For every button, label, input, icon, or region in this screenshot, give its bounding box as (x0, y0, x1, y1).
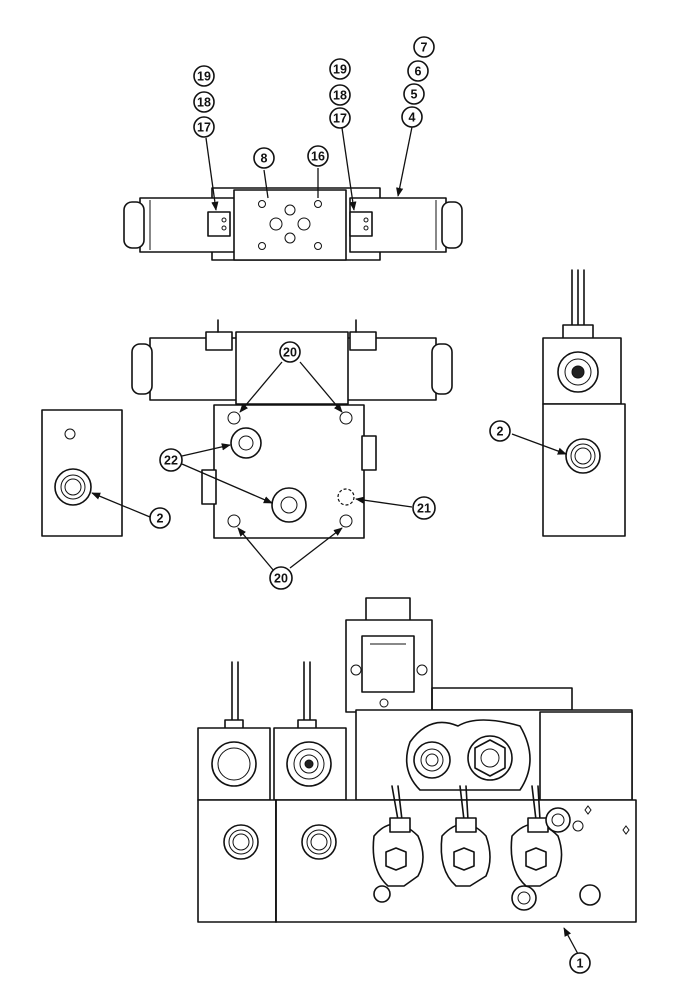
callout-21: 21 (412, 496, 436, 520)
callout-20-top: 20 (279, 341, 301, 363)
callout-16: 16 (307, 145, 329, 167)
svg-text:17: 17 (197, 121, 211, 135)
svg-text:20: 20 (283, 346, 297, 360)
plate-left-view (41, 409, 123, 537)
callout-18-top-mid: 18 (329, 84, 351, 106)
valve-side-view (131, 319, 453, 539)
leader-lines (91, 126, 579, 955)
svg-text:21: 21 (417, 502, 431, 516)
svg-text:19: 19 (333, 63, 347, 77)
svg-text:2: 2 (497, 425, 504, 439)
callout-22: 22 (159, 448, 183, 472)
callout-1: 1 (569, 952, 591, 974)
svg-text:17: 17 (333, 112, 347, 126)
callout-2-left: 2 (149, 507, 171, 529)
callout-20-bottom: 20 (269, 566, 293, 590)
callout-6: 6 (407, 60, 429, 82)
svg-text:7: 7 (421, 41, 428, 55)
callout-5: 5 (403, 83, 425, 105)
svg-text:18: 18 (197, 96, 211, 110)
svg-text:4: 4 (409, 111, 416, 125)
callout-18-top-left: 18 (193, 91, 215, 113)
callout-7: 7 (413, 36, 435, 58)
valve-right-view (542, 269, 626, 537)
svg-text:8: 8 (261, 152, 268, 166)
svg-text:20: 20 (274, 572, 288, 586)
svg-text:2: 2 (157, 512, 164, 526)
callout-19-top-left: 19 (193, 65, 215, 87)
svg-text:19: 19 (197, 70, 211, 84)
callout-19-top-mid: 19 (329, 58, 351, 80)
callout-4: 4 (401, 106, 423, 128)
svg-text:1: 1 (577, 957, 584, 971)
callout-8: 8 (253, 147, 275, 169)
svg-text:18: 18 (333, 89, 347, 103)
valve-top-view (123, 187, 463, 261)
svg-text:22: 22 (164, 454, 178, 468)
callout-17-top-mid: 17 (329, 107, 351, 129)
callout-17-top-left: 17 (193, 116, 215, 138)
svg-text:5: 5 (411, 88, 418, 102)
callout-2-right: 2 (489, 420, 511, 442)
svg-text:16: 16 (311, 150, 325, 164)
callouts: 19 18 17 19 18 17 7 6 (149, 36, 591, 974)
manifold-assembly (197, 597, 637, 923)
svg-text:6: 6 (415, 65, 422, 79)
